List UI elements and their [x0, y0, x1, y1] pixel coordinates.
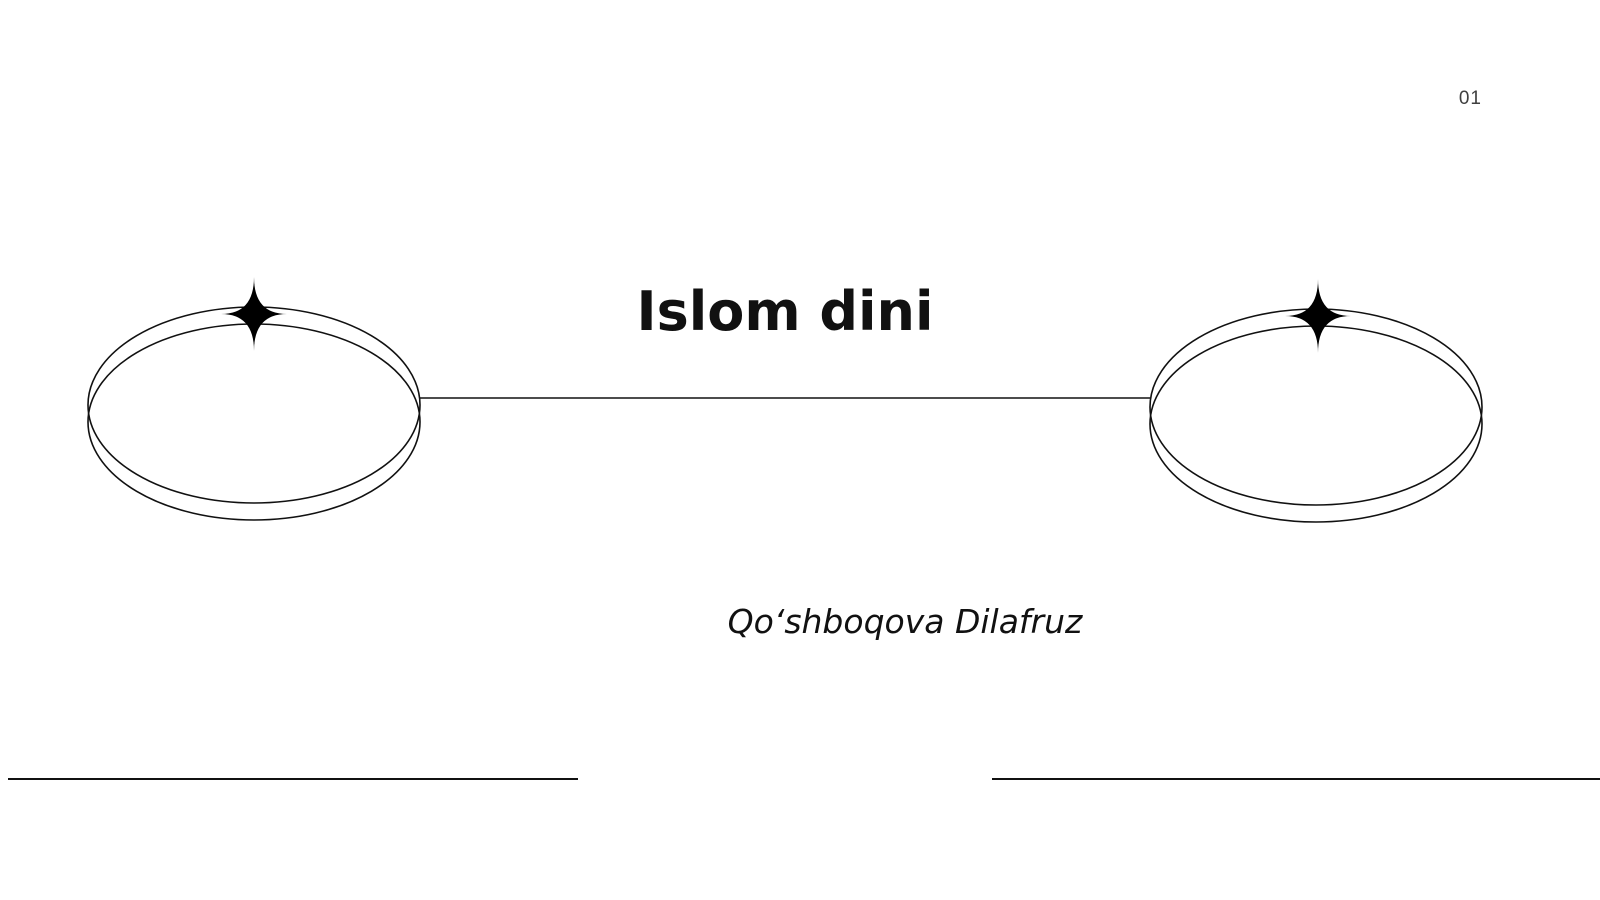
author-name: Qoʻshboqova Dilafruz	[727, 602, 1083, 641]
left-sparkle-icon	[221, 277, 287, 351]
right-sparkle-icon	[1285, 279, 1351, 353]
slide-title: Islom dini	[636, 280, 934, 343]
page-number: 01	[1458, 88, 1482, 109]
right-ellipse-ornament	[1149, 308, 1483, 523]
